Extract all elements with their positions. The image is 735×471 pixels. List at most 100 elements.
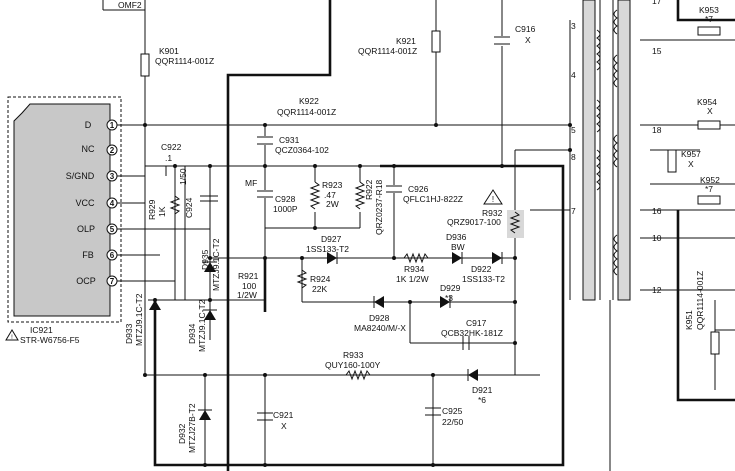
svg-text:R922: R922 [364,179,374,200]
c922: C922 .1 [161,142,182,176]
c928: C928 1000P [257,190,298,214]
warning-icon [5,329,19,341]
svg-text:*7: *7 [705,14,713,24]
ic-pin-label: VCC [75,198,95,208]
transformer-pin-8: 8 [571,152,576,162]
ic-pin-label: OLP [77,224,95,234]
svg-text:100: 100 [242,281,256,291]
svg-text:QQR1114-001Z: QQR1114-001Z [695,271,705,330]
ic-body [13,103,111,317]
svg-text:22K: 22K [312,284,327,294]
svg-text:1000P: 1000P [273,204,298,214]
c931: C931 QCZ0364-102 [257,135,329,155]
c917: C917 QCB32HK-181Z [441,318,503,350]
ic-pin-label: D [85,120,92,130]
svg-text:QQR1114-001Z: QQR1114-001Z [358,46,417,56]
svg-text:X: X [525,35,531,45]
k951: K951 QQR1114-001Z [684,271,720,355]
transformer-pin-3: 3 [571,21,576,31]
svg-text:C917: C917 [466,318,487,328]
svg-text:QCZ0364-102: QCZ0364-102 [275,145,329,155]
svg-text:R932: R932 [482,208,503,218]
svg-text:D933: D933 [124,323,134,344]
svg-text:QQR1114-001Z: QQR1114-001Z [155,56,214,66]
svg-text:D927: D927 [321,234,342,244]
svg-text:1SS133-T2: 1SS133-T2 [462,274,505,284]
transformer-pin-10: 10 [652,233,662,243]
r921: R921 100 1/2W [237,271,259,300]
svg-text:1K 1/2W: 1K 1/2W [396,274,429,284]
d932: D932 MTZJ27B-T2 [177,403,212,453]
svg-text:K901: K901 [159,46,179,56]
svg-text:.1: .1 [165,153,172,163]
d928: D928 MA8240/M/-X [354,296,406,333]
svg-text:X: X [707,106,713,116]
ic921-block: D 1 NC 2 S/GND 3 VCC 4 OLP 5 FB 6 OCP 7 … [5,96,122,345]
transformer-pin-18: 18 [652,125,662,135]
svg-text:D929: D929 [440,283,461,293]
r934: R934 1K 1/2W [396,252,429,284]
svg-text:1/2W: 1/2W [237,290,257,300]
svg-text:C922: C922 [161,142,182,152]
svg-text:MA8240/M/-X: MA8240/M/-X [354,323,406,333]
d927: D927 1SS133-T2 [306,234,349,264]
ic-pin-number: 1 [110,121,115,130]
svg-text:K957: K957 [681,149,701,159]
ic-outline-dashed [7,96,122,323]
svg-text:K921: K921 [396,36,416,46]
ic-pin-number: 2 [110,146,115,155]
omf2-label: OMF2 [118,0,142,10]
svg-text:.47: .47 [324,190,336,200]
svg-text:R924: R924 [310,274,331,284]
svg-text:QQR1114-001Z: QQR1114-001Z [277,107,336,117]
svg-text:BW: BW [451,242,465,252]
svg-text:R934: R934 [404,264,425,274]
svg-text:R929: R929 [147,199,157,220]
r922: R922 QRZ0237-R18 [354,179,384,235]
svg-text:K922: K922 [299,96,319,106]
transformer-pin-15: 15 [652,46,662,56]
svg-text:C925: C925 [442,406,463,416]
junction-dots [143,123,572,467]
svg-text:D922: D922 [471,264,492,274]
r932: ! R932 QRZ9017-100 [447,189,524,238]
svg-text:K952: K952 [700,175,720,185]
ic-pin-number: 4 [110,199,115,208]
svg-text:QRZ9017-100: QRZ9017-100 [447,217,501,227]
svg-text:QCB32HK-181Z: QCB32HK-181Z [441,328,503,338]
svg-text:1K: 1K [157,206,167,217]
transformer-pin-12: 12 [652,285,662,295]
svg-text:X: X [688,159,694,169]
k957: K957 X [667,149,701,173]
transformer-pin-16: 16 [652,206,662,216]
warning-icon [483,189,503,205]
svg-text:MTZJ9.1C-T2: MTZJ9.1C-T2 [134,293,144,346]
r933: R933 QUY160-100Y [325,350,381,381]
k921: K921 QQR1114-001Z [358,30,441,56]
svg-text:!: ! [11,335,13,341]
svg-text:C921: C921 [273,410,294,420]
svg-text:22/50: 22/50 [442,417,464,427]
mf-label: MF [245,178,257,188]
svg-text:C931: C931 [279,135,300,145]
svg-text:MTZJ9.1C-T2: MTZJ9.1C-T2 [211,238,221,291]
svg-text:*7: *7 [705,184,713,194]
svg-text:R933: R933 [343,350,364,360]
svg-text:K954: K954 [697,97,717,107]
svg-text:D936: D936 [446,232,467,242]
transformer-pin-5: 5 [571,125,576,135]
svg-text:R923: R923 [322,180,343,190]
svg-text:*6: *6 [478,395,486,405]
svg-text:QFLC1HJ-822Z: QFLC1HJ-822Z [403,194,463,204]
ic-pin-label: S/GND [66,171,95,181]
c916: C916 X [494,24,536,45]
d935: D935 MTZJ9.1C-T2 [200,238,221,291]
d936: D936 BW [446,232,467,264]
svg-text:1/50: 1/50 [178,168,188,185]
d921: D921 *6 [467,369,493,405]
c925: C925 22/50 [425,406,464,427]
ic-pin-number: 5 [110,225,115,234]
c926: C926 QFLC1HJ-822Z [386,184,463,204]
c921: C921 X [257,410,294,431]
